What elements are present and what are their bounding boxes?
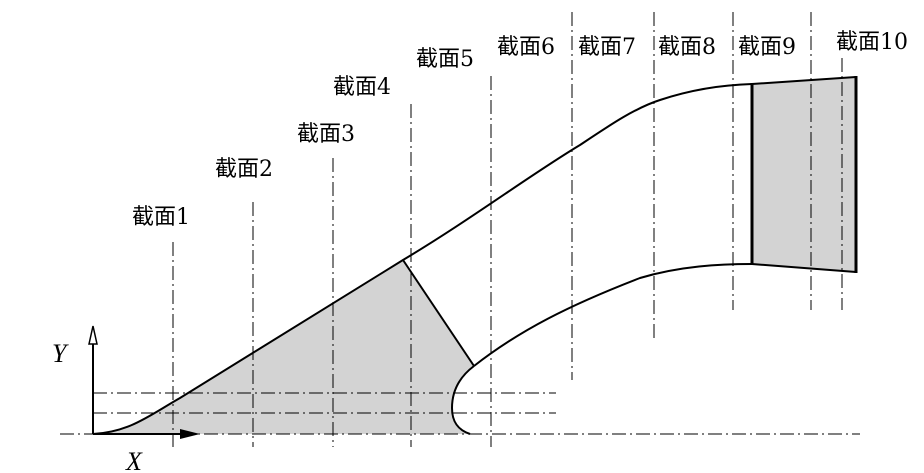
section-label-10: 截面10 xyxy=(836,30,908,55)
section-label-7: 截面7 xyxy=(578,35,636,60)
section-label-6: 截面6 xyxy=(497,35,555,60)
section-label-9: 截面9 xyxy=(738,35,796,60)
section-label-5: 截面5 xyxy=(416,47,474,72)
y-axis-arrow xyxy=(88,325,98,345)
section-label-4: 截面4 xyxy=(333,75,391,100)
outer-wall-curve xyxy=(92,83,753,435)
section-label-8: 截面8 xyxy=(658,35,716,60)
y-axis-label: Y xyxy=(52,339,69,368)
x-axis-label: X xyxy=(125,447,143,473)
section-label-1: 截面1 xyxy=(132,205,190,230)
section-cut-line xyxy=(402,259,475,367)
inner-wall-curve xyxy=(473,263,753,367)
section-label-3: 截面3 xyxy=(297,122,355,147)
inlet-shaded-region xyxy=(93,260,474,434)
outlet-bottom-wall xyxy=(751,263,857,273)
inner-lip-curve xyxy=(450,365,475,435)
outlet-shaded-region xyxy=(752,77,856,272)
section-label-2: 截面2 xyxy=(215,157,273,182)
x-axis-arrow xyxy=(180,429,200,439)
outlet-top-wall xyxy=(751,76,857,85)
